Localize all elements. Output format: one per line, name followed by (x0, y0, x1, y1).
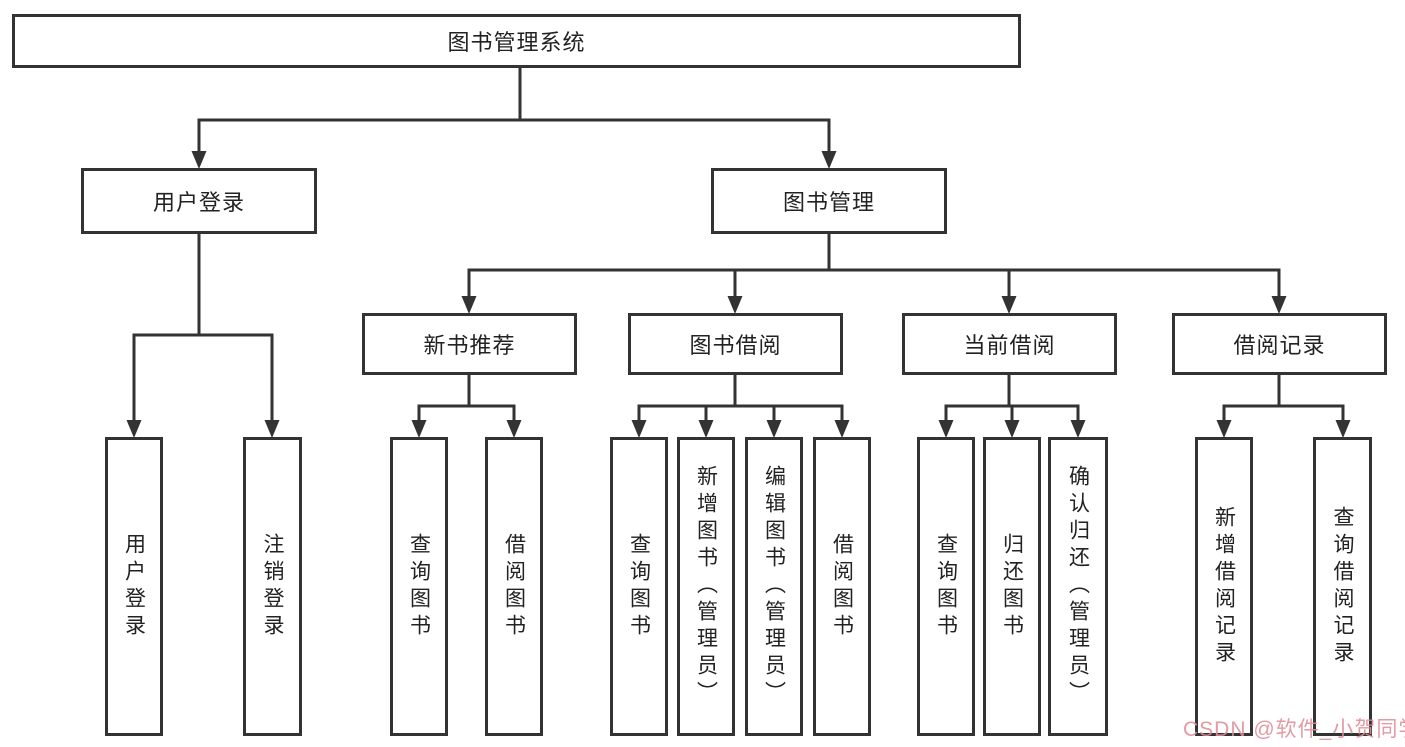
node-label: 图书管理系统 (447, 30, 586, 55)
node-label: 用户登录 (122, 532, 146, 641)
leaf-confirm-return-admin: 确认归还（管理员） (1048, 437, 1108, 736)
connector-user-login-to-leaves (126, 232, 280, 438)
node-book-borrowing: 图书借阅 (628, 313, 843, 375)
node-label: 查询图书 (407, 532, 431, 641)
node-label: 借阅图书 (502, 532, 526, 641)
node-label: 用户登录 (152, 190, 245, 215)
node-label: 当前借阅 (963, 333, 1056, 358)
leaf-query-books-borrowing: 查询图书 (610, 437, 668, 736)
leaf-query-books-current: 查询图书 (917, 437, 975, 736)
node-label: 图书借阅 (689, 333, 782, 358)
connector-book-mgmt-to-level3 (461, 232, 1287, 314)
node-book-management: 图书管理 (711, 168, 947, 234)
leaf-edit-books-admin: 编辑图书（管理员） (745, 437, 803, 736)
connector-borrow-records-to-leaves (1216, 373, 1351, 438)
connector-book-borrow-to-leaves (631, 373, 850, 438)
node-library-management-system: 图书管理系统 (12, 14, 1021, 68)
connector-current-borrow-to-leaves (938, 373, 1086, 438)
node-current-borrowing: 当前借阅 (902, 313, 1117, 375)
node-label: 查询图书 (934, 532, 958, 641)
leaf-borrow-books-recommend: 借阅图书 (485, 437, 543, 736)
node-label: 借阅记录 (1233, 333, 1326, 358)
connector-new-book-rec-to-leaves (411, 373, 522, 438)
node-label: 确认归还（管理员） (1066, 465, 1090, 708)
leaf-query-borrowing-record: 查询借阅记录 (1313, 437, 1372, 736)
node-label: 图书管理 (782, 190, 875, 215)
leaf-add-borrowing-record: 新增借阅记录 (1195, 437, 1253, 736)
leaf-add-books-admin: 新增图书（管理员） (677, 437, 735, 736)
csdn-watermark: CSDN @软件_小贺同学 (1183, 718, 1405, 741)
leaf-return-books: 归还图书 (983, 437, 1041, 736)
leaf-query-books-recommend: 查询图书 (390, 437, 448, 736)
connector-root-to-level2 (191, 65, 837, 169)
node-user-login: 用户登录 (81, 168, 317, 234)
node-label: 注销登录 (261, 532, 284, 641)
leaf-user-login: 用户登录 (105, 437, 163, 736)
node-label: 归还图书 (1000, 532, 1024, 641)
node-new-book-recommendation: 新书推荐 (362, 313, 577, 375)
node-label: 编辑图书（管理员） (762, 465, 786, 708)
leaf-borrow-books-borrowing: 借阅图书 (813, 437, 871, 736)
node-borrowing-records: 借阅记录 (1172, 313, 1387, 375)
node-label: 查询借阅记录 (1331, 505, 1354, 668)
node-label: 新增借阅记录 (1212, 505, 1236, 668)
node-label: 借阅图书 (830, 532, 854, 641)
node-label: 新增图书（管理员） (694, 465, 718, 708)
node-label: 查询图书 (627, 532, 651, 641)
leaf-logout: 注销登录 (243, 437, 302, 736)
node-label: 新书推荐 (423, 333, 516, 358)
